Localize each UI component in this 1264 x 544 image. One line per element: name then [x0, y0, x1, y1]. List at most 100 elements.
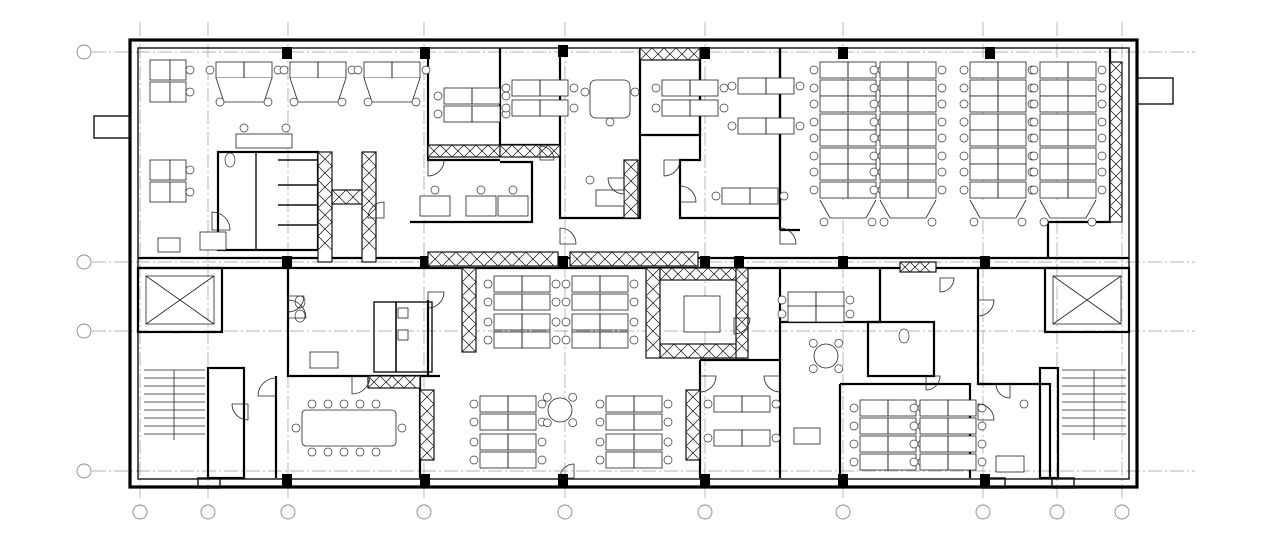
chair: [869, 65, 879, 75]
desk: [995, 455, 1025, 473]
chair: [307, 399, 317, 409]
desk: [599, 275, 629, 293]
desk: [793, 427, 821, 445]
hatch-line: [685, 445, 701, 461]
chair: [909, 457, 919, 467]
desk: [479, 433, 509, 451]
column: [980, 256, 990, 268]
hatch-line: [1109, 61, 1123, 75]
desk: [859, 453, 889, 471]
chair: [542, 392, 552, 402]
desk: [859, 417, 889, 435]
chair: [959, 133, 969, 143]
desk: [479, 451, 509, 469]
desk: [969, 163, 999, 181]
desk: [1067, 113, 1097, 131]
hatch-line: [1109, 169, 1123, 183]
desk: [507, 413, 537, 431]
storage-unit: [461, 267, 477, 353]
desk: [997, 181, 1027, 199]
chair: [937, 117, 947, 127]
desk: [1039, 181, 1069, 199]
chair: [561, 335, 571, 345]
chair: [411, 97, 421, 107]
chair: [663, 455, 673, 465]
chair: [809, 151, 819, 161]
hatch-line: [361, 235, 377, 251]
chair: [959, 83, 969, 93]
hatch-line: [671, 267, 685, 281]
desk: [149, 159, 171, 181]
chair: [834, 338, 844, 348]
storage-unit: [645, 267, 661, 359]
desk: [919, 453, 949, 471]
desk: [1067, 129, 1097, 147]
door-swing: [427, 159, 445, 177]
chair: [595, 455, 605, 465]
desk: [859, 399, 889, 417]
column: [558, 474, 568, 486]
storage-unit: [331, 189, 363, 205]
desk: [571, 331, 601, 349]
chair: [371, 399, 381, 409]
chair: [551, 279, 561, 289]
desk: [521, 331, 551, 349]
hatch-line: [685, 389, 701, 405]
sink-counter: [199, 231, 227, 251]
hatch-line: [525, 251, 541, 267]
grid-bubble: [557, 504, 573, 520]
hatch-line: [735, 327, 749, 341]
grid-bubble: [76, 254, 92, 270]
desk: [605, 451, 635, 469]
chair: [809, 65, 819, 75]
desk: [479, 395, 509, 413]
hatch-line: [379, 375, 393, 389]
chair: [551, 335, 561, 345]
chair: [1029, 83, 1039, 93]
chair: [1097, 65, 1107, 75]
chair: [281, 123, 291, 133]
chair: [869, 83, 879, 93]
hatch-line: [685, 403, 701, 419]
desk: [819, 129, 849, 147]
chair: [795, 81, 805, 91]
hatch-line: [639, 251, 655, 267]
hatch-line: [523, 144, 537, 158]
chair: [809, 185, 819, 195]
door-swing: [211, 211, 231, 231]
door-swing: [231, 403, 249, 421]
door-swing: [559, 463, 575, 479]
chair: [879, 217, 889, 227]
hatch-line: [623, 173, 639, 189]
chair: [569, 103, 579, 113]
hatch-line: [317, 221, 333, 237]
desk: [661, 99, 691, 117]
hatch-line: [1109, 97, 1123, 111]
hatch-line: [683, 267, 697, 281]
hatch-line: [735, 303, 749, 317]
workstation-return: [879, 199, 937, 219]
desk: [1067, 79, 1097, 97]
hatch-line: [583, 251, 599, 267]
chair: [927, 217, 937, 227]
hatch-line: [461, 281, 477, 297]
desk: [997, 163, 1027, 181]
chair: [185, 65, 195, 75]
chair: [869, 185, 879, 195]
column: [700, 256, 710, 268]
hatch-line: [1109, 85, 1123, 99]
hatch-line: [539, 251, 555, 267]
desk: [633, 433, 663, 451]
grid-bubble: [76, 323, 92, 339]
column: [985, 47, 995, 59]
hatch-line: [499, 144, 513, 158]
structural-columns: [282, 45, 995, 486]
toilet-fixture: [898, 328, 910, 344]
desk: [599, 313, 629, 331]
chair: [291, 423, 301, 433]
door-swing: [763, 375, 781, 393]
chair: [779, 191, 789, 201]
column: [734, 256, 744, 268]
desk: [493, 293, 523, 311]
desk: [969, 129, 999, 147]
